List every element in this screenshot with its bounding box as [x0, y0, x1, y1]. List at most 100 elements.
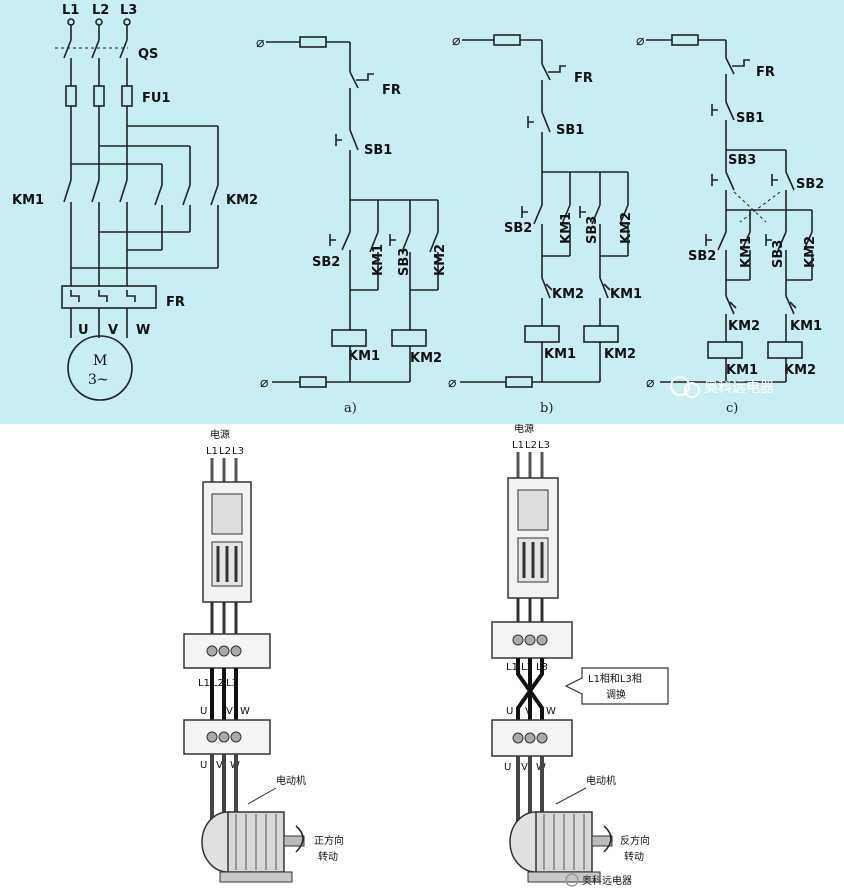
- circuit-diagrams-panel: L1 L2 L3 QS FU1 KM1 KM2 FR U V: [0, 0, 844, 424]
- motor-label: M: [93, 353, 107, 369]
- label-l1: L1: [62, 3, 79, 18]
- left-l3: L3: [232, 446, 244, 457]
- right-w: W: [546, 706, 556, 717]
- label-u: U: [78, 323, 89, 338]
- coil-km1-c: KM1: [726, 363, 758, 378]
- svg-text:⌀: ⌀: [448, 375, 456, 391]
- left-terminal-bottom: [183, 719, 271, 755]
- motor-symbol: [67, 335, 133, 401]
- left-v: V: [226, 706, 233, 717]
- wiring-illustration-svg: 电源 L1 L2 L3 L1 L2 L3 U V W U V W 电动机: [183, 424, 669, 887]
- left-power-label: 电源: [210, 428, 230, 441]
- label-km2-a: KM2: [433, 244, 448, 276]
- label-sb3-b: SB3: [585, 216, 600, 244]
- right-motor-label: 电动机: [586, 774, 616, 787]
- right-swapped-wires: [516, 658, 544, 720]
- label-fr-power: FR: [166, 295, 185, 310]
- left-terminal-l2: L2: [212, 678, 224, 689]
- right-l2: L2: [525, 440, 537, 451]
- coil-km2-b: KM2: [604, 347, 636, 362]
- label-km2-c: KM2: [803, 236, 818, 268]
- coil-km2-a: KM2: [410, 351, 442, 366]
- coil-km2-c: KM2: [784, 363, 816, 378]
- right-u2: U: [504, 762, 511, 773]
- left-u2: U: [200, 760, 207, 771]
- left-w: W: [240, 706, 250, 717]
- label-km1: KM1: [12, 193, 44, 208]
- label-l3: L3: [120, 3, 137, 18]
- label-sb3-a: SB3: [397, 248, 412, 276]
- label-fr-a: FR: [382, 83, 401, 98]
- caption-a: a): [344, 401, 357, 416]
- watermark-bottom-text: 奥科远电器: [582, 874, 632, 887]
- right-direction-2: 转动: [624, 850, 644, 863]
- right-motor: [509, 811, 613, 883]
- label-sb3-c: SB3: [728, 153, 756, 168]
- watermark-top: 奥科远电器: [670, 376, 774, 398]
- left-motor-label: 电动机: [276, 774, 306, 787]
- left-l1: L1: [206, 446, 218, 457]
- control-circuit-c: ⌀ FR SB1 SB3 SB2 SB2 KM1 SB3 KM2 KM2 KM1: [636, 33, 824, 416]
- label-km1-c: KM1: [739, 236, 754, 268]
- reverse-wiring: 电源 L1 L2 L3 L1 L2 L3 U V W L1相和L3相 调换 U …: [491, 424, 669, 883]
- coil-km1-a: KM1: [348, 349, 380, 364]
- swap-note-line-2: 调换: [606, 688, 626, 701]
- left-direction-2: 转动: [318, 850, 338, 863]
- left-terminal-l1: L1: [198, 678, 210, 689]
- label-v: V: [108, 323, 118, 338]
- coil-km1-b: KM1: [544, 347, 576, 362]
- right-terminal-l2: L2: [521, 662, 533, 673]
- svg-text:⌀: ⌀: [256, 35, 264, 51]
- label-fr-c: FR: [756, 65, 775, 80]
- label-sb1-c: SB1: [736, 111, 764, 126]
- right-terminal-l1: L1: [506, 662, 518, 673]
- label-km2-b: KM2: [619, 212, 634, 244]
- swap-callout: L1相和L3相 调换: [564, 667, 669, 705]
- svg-text:⌀: ⌀: [452, 33, 460, 49]
- label-sb2-a: SB2: [312, 255, 340, 270]
- right-power-label: 电源: [514, 424, 534, 435]
- wiring-illustration-panel: 电源 L1 L2 L3 L1 L2 L3 U V W U V W 电动机: [0, 424, 844, 895]
- interlock-km1-b: KM1: [610, 287, 642, 302]
- power-circuit: L1 L2 L3 QS FU1 KM1 KM2 FR U V: [12, 3, 258, 401]
- interlock-km2-b: KM2: [552, 287, 584, 302]
- label-km1-b: KM1: [559, 212, 574, 244]
- left-v2: V: [216, 760, 223, 771]
- left-direction-1: 正方向: [314, 834, 344, 847]
- control-circuit-b: ⌀ FR SB1 SB2 KM1 SB3 KM2 KM2 KM1 KM1 KM2: [448, 33, 642, 416]
- label-w: W: [136, 323, 150, 338]
- right-l3: L3: [538, 440, 550, 451]
- label-sb2-lower-c: SB2: [688, 249, 716, 264]
- svg-text:⌀: ⌀: [646, 375, 654, 391]
- caption-b: b): [540, 401, 553, 416]
- right-direction-1: 反方向: [620, 834, 650, 847]
- left-u: U: [200, 706, 207, 717]
- label-sb1-a: SB1: [364, 143, 392, 158]
- label-sb3-lower-c: SB3: [771, 240, 786, 268]
- interlock-km1-c: KM1: [790, 319, 822, 334]
- label-sb2-b: SB2: [504, 221, 532, 236]
- label-sb2-c: SB2: [796, 177, 824, 192]
- watermark-top-text: 奥科远电器: [704, 379, 774, 396]
- circuit-diagrams-svg: L1 L2 L3 QS FU1 KM1 KM2 FR U V: [12, 3, 824, 416]
- label-km2-power: KM2: [226, 193, 258, 208]
- watermark-bottom: 奥科远电器: [565, 873, 632, 887]
- interlock-km2-c: KM2: [728, 319, 760, 334]
- forward-wiring: 电源 L1 L2 L3 L1 L2 L3 U V W U V W 电动机: [183, 428, 344, 883]
- svg-text:⌀: ⌀: [260, 375, 268, 391]
- left-terminal-l3: L3: [226, 678, 238, 689]
- left-l2: L2: [219, 446, 231, 457]
- label-fu1: FU1: [142, 91, 170, 106]
- right-u: U: [506, 706, 513, 717]
- right-v: V: [525, 706, 532, 717]
- right-l1: L1: [512, 440, 524, 451]
- swap-note-line-1: L1相和L3相: [588, 672, 642, 685]
- motor-sub-label: 3~: [88, 372, 109, 388]
- label-fr-b: FR: [574, 71, 593, 86]
- control-circuit-a: ⌀ FR SB1 SB2 KM1 SB3 KM2 KM1 KM2 ⌀ a): [256, 35, 448, 416]
- right-v2: V: [521, 762, 528, 773]
- left-motor: [201, 811, 305, 883]
- label-sb1-b: SB1: [556, 123, 584, 138]
- label-l2: L2: [92, 3, 109, 18]
- svg-text:⌀: ⌀: [636, 33, 644, 49]
